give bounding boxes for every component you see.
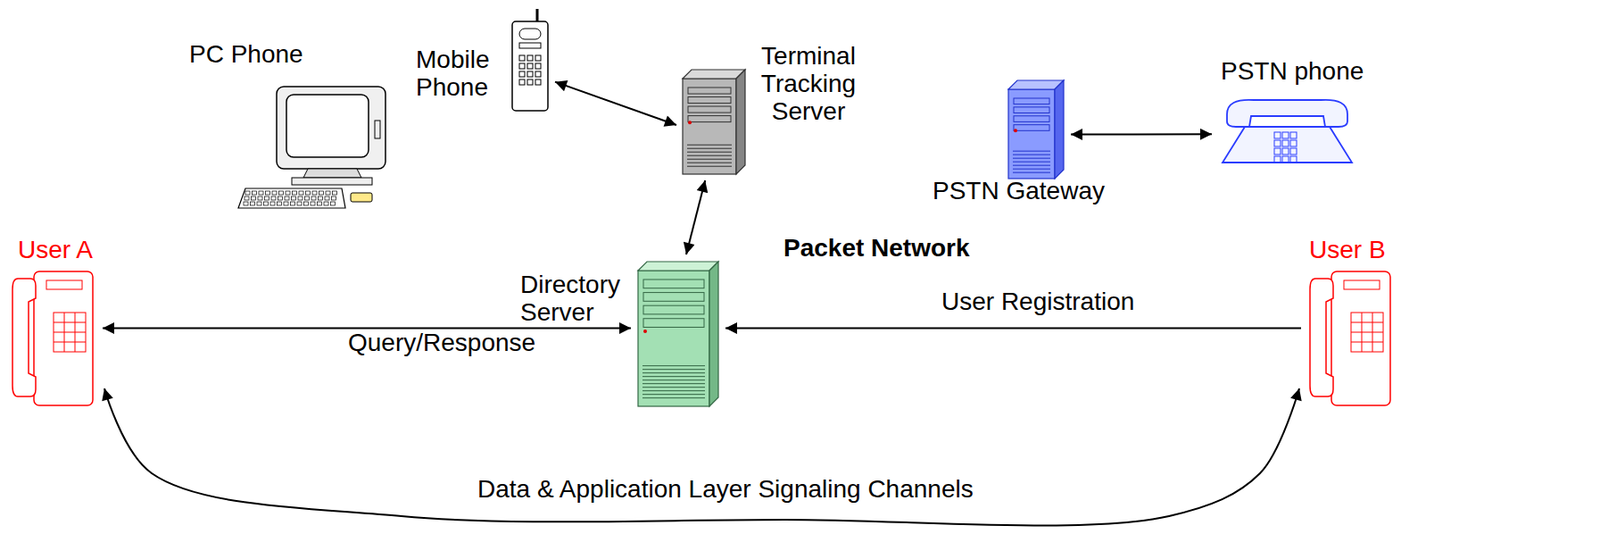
node-label: Packet Network — [783, 233, 970, 262]
node-label: PC Phone — [189, 40, 304, 68]
network-ellipse — [242, 78, 1328, 534]
terminal-tracking-server-icon — [682, 69, 746, 175]
node-label: User B — [1309, 235, 1386, 264]
node-label: PSTN phone — [1220, 57, 1364, 85]
pstn-phone: PSTN phone — [1218, 96, 1357, 166]
node-label: User A — [17, 235, 93, 264]
edge-label: User Registration — [941, 287, 1135, 316]
user-b-phone-icon — [1308, 267, 1393, 408]
terminal-tracking-server: Terminal Tracking Server — [682, 69, 746, 175]
pc-phone-icon — [236, 84, 393, 210]
mobile-phone-icon — [510, 8, 550, 112]
directory-server-icon — [638, 261, 719, 407]
node-label: Directory Server — [520, 270, 635, 326]
directory-server: Directory Server — [638, 261, 719, 407]
mobile-phone: Mobile Phone — [510, 8, 550, 112]
node-label: PSTN Gateway — [932, 176, 1105, 205]
node-label: Mobile Phone — [415, 45, 514, 101]
pstn-phone-icon — [1218, 96, 1357, 166]
network-ellipse-shape — [242, 78, 1328, 534]
connector-arrow — [555, 82, 677, 125]
connector-arrow — [725, 327, 1302, 330]
connector-arrow — [1070, 132, 1212, 135]
pstn-gateway-icon — [1008, 80, 1064, 179]
node-label: Terminal Tracking Server — [746, 41, 871, 125]
pstn-gateway: PSTN Gateway — [1008, 80, 1064, 179]
edge-label: Data & Application Layer Signaling Chann… — [477, 474, 974, 503]
user-a-phone: User A — [10, 267, 96, 408]
edge-label: Query/Response — [348, 328, 536, 357]
user-b-phone: User B — [1308, 267, 1393, 408]
pc-phone: PC Phone — [236, 84, 393, 210]
connector-arrow — [686, 180, 705, 255]
user-a-phone-icon — [10, 267, 96, 408]
packet-network-region: Packet NetworkTerminal Tracking ServerPS… — [242, 78, 1328, 534]
connector-arrow — [104, 388, 1300, 526]
